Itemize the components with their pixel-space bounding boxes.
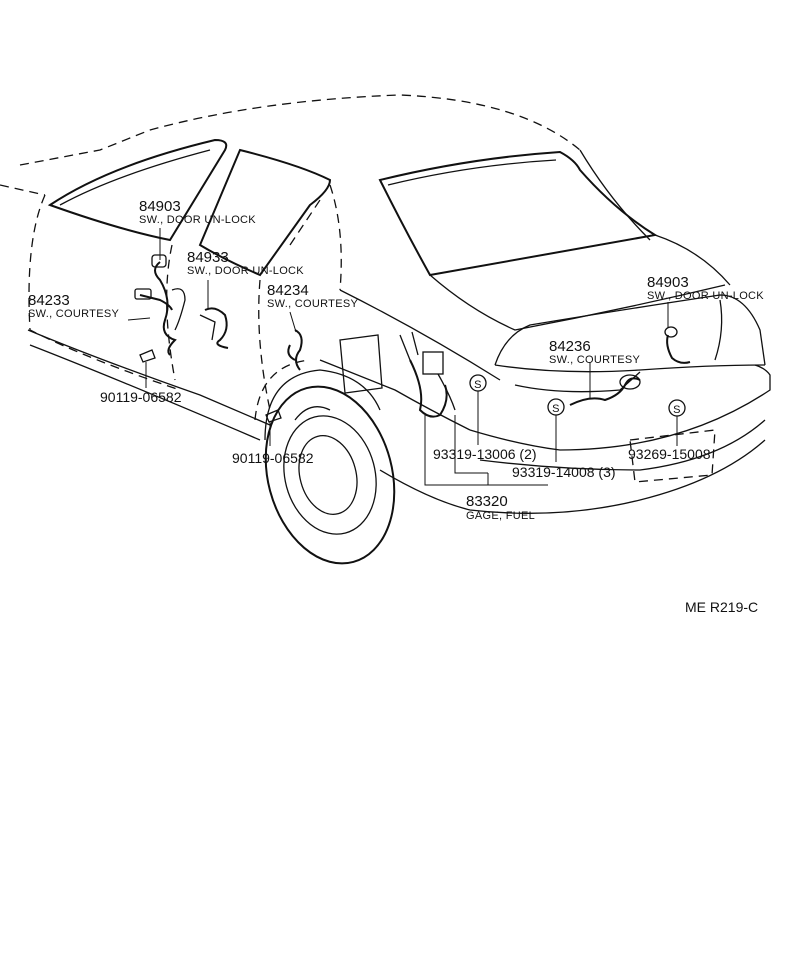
part-number: 83320 <box>466 493 508 510</box>
clip-symbol-2: S <box>547 398 565 416</box>
diagram-reference-code: ME R219-C <box>685 599 758 615</box>
callout-90119-06582-rear: 90119-06582 <box>232 450 314 466</box>
screw-bolt-rear-part <box>265 409 282 423</box>
part-number: 93269-15008 <box>628 446 711 462</box>
door-unlock-switch-rear-door-part <box>199 307 229 349</box>
clip-symbol-1: S <box>469 374 487 392</box>
callout-84236: 84236 SW., COURTESY <box>549 338 640 366</box>
part-number: 90119-06582 <box>232 450 314 466</box>
screw-bolt-front-part <box>139 349 156 363</box>
callout-93319-14008: 93319-14008 (3) <box>512 464 616 480</box>
clip-label: S <box>673 404 681 416</box>
part-name: SW., COURTESY <box>267 298 358 310</box>
part-number: 93319-13006 (2) <box>433 446 537 462</box>
part-number: 84903 <box>139 198 181 215</box>
courtesy-switch-trunk-part <box>569 374 641 406</box>
callout-84903-trunk: 84903 SW., DOOR UN-LOCK <box>647 274 764 302</box>
part-name: SW., DOOR UN-LOCK <box>187 265 304 277</box>
fuel-gage-sender-part <box>399 331 456 418</box>
part-name: SW., COURTESY <box>28 308 119 320</box>
part-number: 93319-14008 (3) <box>512 464 616 480</box>
door-unlock-switch-trunk-part <box>664 326 691 364</box>
part-name: GAGE, FUEL <box>466 510 535 522</box>
part-number: 84233 <box>28 292 70 309</box>
part-number: 84236 <box>549 338 591 355</box>
callout-83320: 83320 GAGE, FUEL <box>466 493 535 522</box>
car-body-outline <box>0 94 771 565</box>
part-name: SW., COURTESY <box>549 354 640 366</box>
callout-84234: 84234 SW., COURTESY <box>267 282 358 310</box>
courtesy-switch-rear-door-part <box>287 329 303 371</box>
callout-93269-15008: 93269-15008 <box>628 446 711 462</box>
callout-84933: 84933 SW., DOOR UN-LOCK <box>187 249 304 277</box>
leader-lines <box>127 228 678 486</box>
part-number: 90119-06582 <box>100 389 182 405</box>
part-number: 84234 <box>267 282 309 299</box>
clip-symbol-3: S <box>668 399 686 417</box>
callout-84903-front: 84903 SW., DOOR UN-LOCK <box>139 198 256 226</box>
part-name: SW., DOOR UN-LOCK <box>139 214 256 226</box>
part-name: SW., DOOR UN-LOCK <box>647 290 764 302</box>
part-number: 84903 <box>647 274 689 291</box>
callout-93319-13006: 93319-13006 (2) <box>433 446 537 462</box>
callout-84233: 84233 SW., COURTESY <box>28 292 119 320</box>
part-number: 84933 <box>187 249 229 266</box>
clip-label: S <box>552 403 560 415</box>
courtesy-switch-front-part <box>134 288 173 311</box>
callout-90119-06582-front: 90119-06582 <box>100 389 182 405</box>
door-unlock-switch-front-part <box>151 254 186 356</box>
clip-label: S <box>474 379 482 391</box>
